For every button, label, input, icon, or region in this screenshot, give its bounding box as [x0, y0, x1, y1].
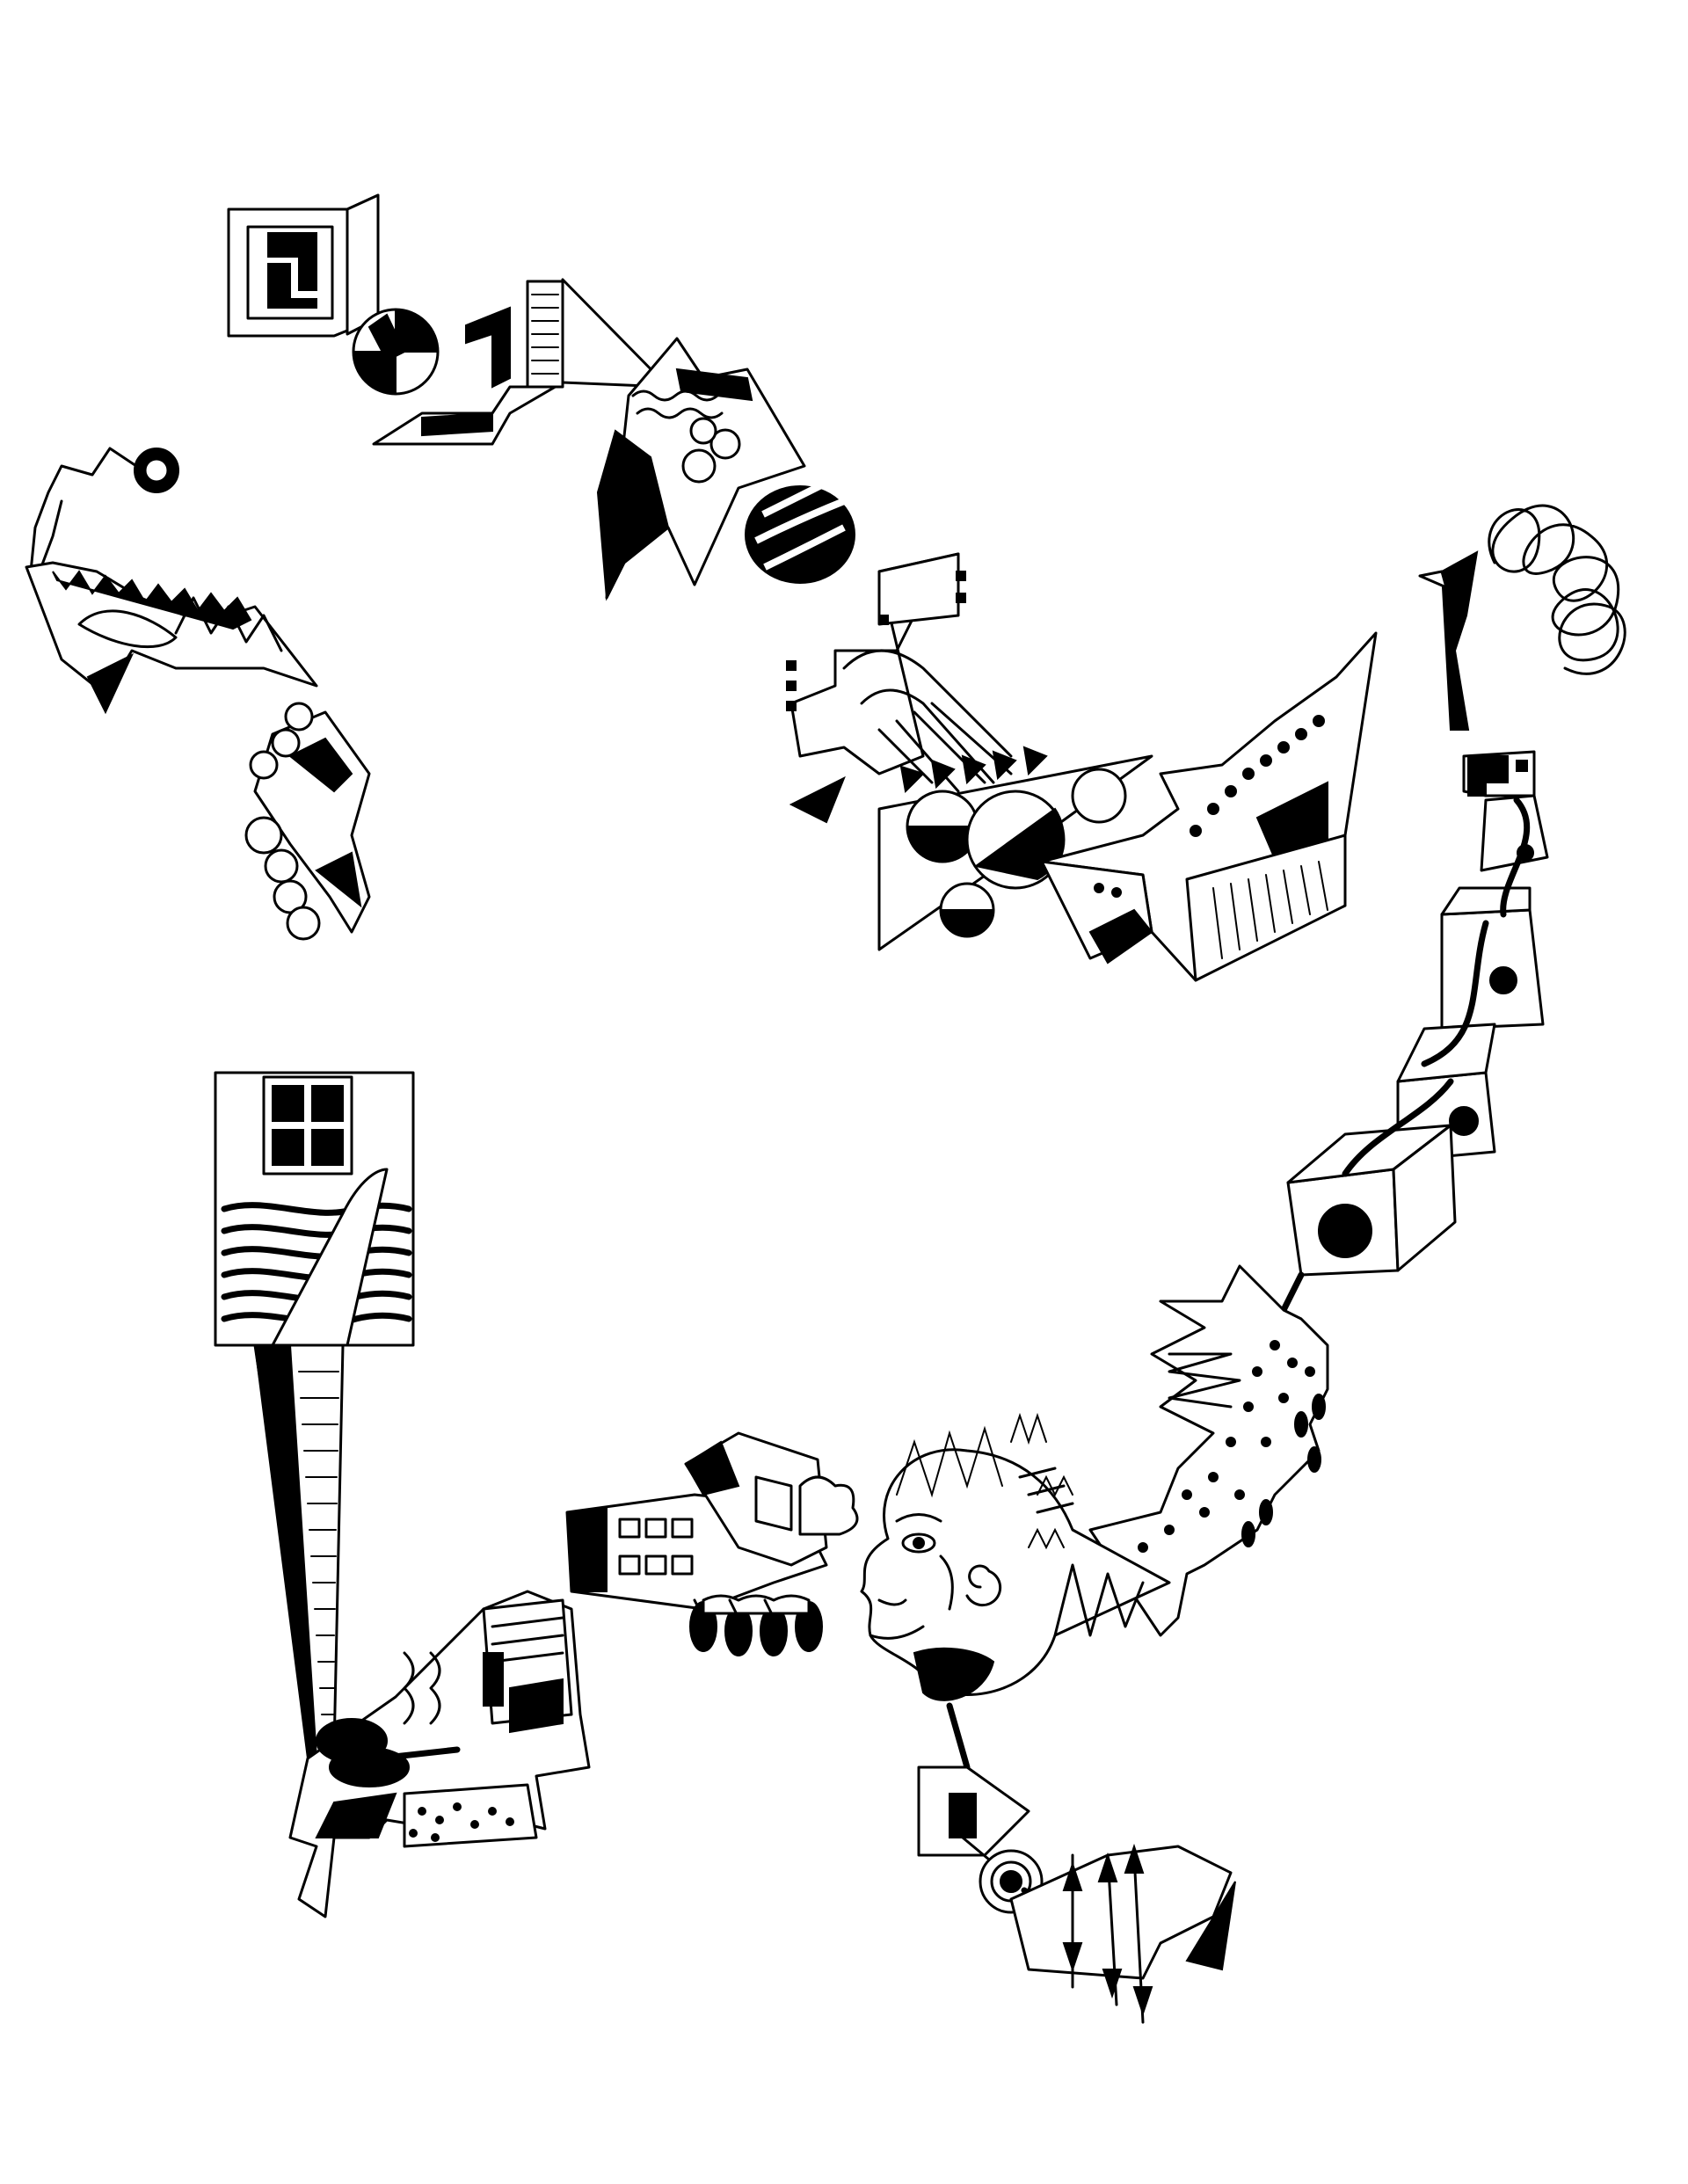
window-panel-motif	[214, 1071, 415, 1760]
loop-scribble-motif	[1418, 504, 1626, 731]
box-stack-motif	[1276, 750, 1549, 1322]
striped-ball-motif	[745, 476, 855, 584]
hollow-cube-motif	[227, 193, 380, 338]
wavy-pyramid-motif	[596, 337, 806, 601]
step-block-motif	[372, 278, 670, 446]
building-fragment-motif	[288, 1590, 591, 1918]
twin-house-motif	[565, 1431, 859, 1656]
grotesque-face-motif	[860, 1412, 1171, 1771]
circle-chain-column-motif	[244, 702, 371, 941]
spiky-dotted-creature-motif	[1088, 1264, 1329, 1637]
pendulum-gadget-motif	[917, 1765, 1236, 2024]
circle-cluster-motif	[877, 754, 1153, 951]
keyboard-creature-motif	[25, 447, 318, 715]
arrow-fan-motif	[786, 552, 1048, 824]
checker-circle-motif	[352, 308, 440, 396]
dotted-horn-motif	[1040, 631, 1378, 982]
